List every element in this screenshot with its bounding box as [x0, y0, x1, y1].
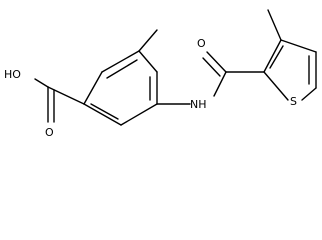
thiophene-bond: [263, 39, 282, 73]
ring-double-bond: [106, 59, 138, 79]
amide-group: NH O: [156, 37, 265, 111]
amide-bond: [213, 71, 227, 97]
amide-nitrogen-label: NH: [190, 98, 207, 111]
ring-bond: [138, 50, 158, 73]
thiophene-double-bond: [269, 45, 284, 69]
molecule-diagram: HO O NH O S: [4, 9, 317, 139]
ring-bond: [101, 50, 140, 73]
ring-bond: [83, 71, 103, 105]
ring-bond: [83, 103, 122, 126]
thiophene-methyl-bond: [267, 9, 282, 41]
thiophene-ring: S: [263, 39, 317, 108]
acid-oxygen-label: O: [45, 126, 54, 139]
amide-double-bond: [202, 57, 221, 77]
ring-bond: [120, 103, 158, 126]
methyl-bond: [138, 29, 158, 52]
thiophene-bond: [301, 87, 317, 101]
ring-double-bond: [90, 103, 119, 120]
benzene-ring: [83, 50, 158, 126]
carboxylic-acid-group: HO O: [4, 68, 85, 139]
thiophene-bond: [263, 71, 289, 101]
hydroxyl-label: HO: [4, 68, 21, 81]
sulfur-label: S: [290, 95, 297, 108]
amide-double-bond: [206, 51, 227, 73]
acid-bond: [34, 78, 49, 88]
thiophene-bond: [280, 39, 317, 53]
amide-oxygen-label: O: [197, 37, 206, 50]
